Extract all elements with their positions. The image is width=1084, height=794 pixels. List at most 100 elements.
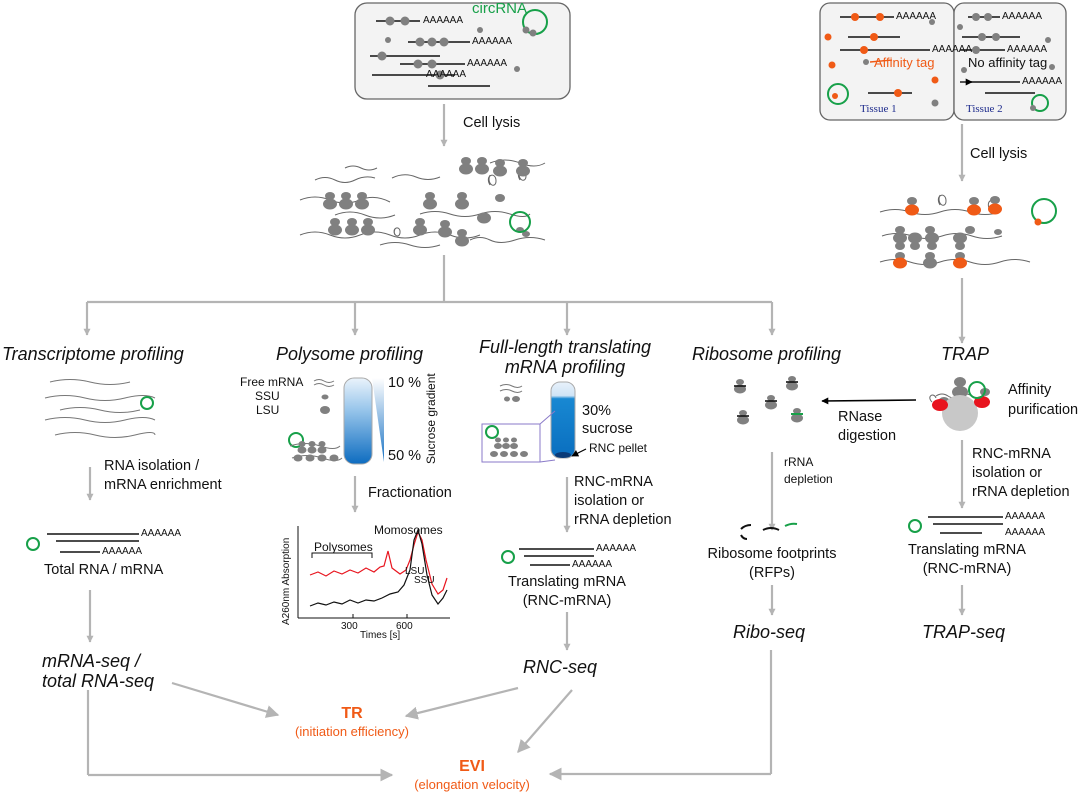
rnc-mrna-product-trap [908,516,1003,534]
trap-step-line2: isolation or [972,465,1043,481]
sucrose-label: 30% sucrose [582,402,633,438]
fulllength-product-line2: (RNC-mRNA) [522,593,612,609]
affinity-line2: purification [1008,402,1079,418]
polysome-legend-glyphs [288,379,343,462]
heading-ribosome: Ribosome profiling [692,344,842,364]
tissue1-polya-1: AAAAAA [896,11,937,22]
fulllength-step: RNC-mRNA isolation or rRNA depletion [574,473,672,530]
transcriptome-rna [44,379,156,438]
polya-label-4: AAAAAA [426,69,467,80]
tick-600: 600 [396,621,413,632]
polya-label-1: AAAAAA [423,15,464,26]
tissue-box [819,2,1067,121]
sucrose-pct: 30% [582,403,612,419]
left-lysate-ribosomes [323,157,530,247]
fulllength-step-line1: RNC-mRNA [574,474,653,490]
heading-fulllength-line1: Full-length translating [478,337,652,357]
trap-step: RNC-mRNA isolation or rRNA depletion [972,445,1070,502]
monosomes-label: Momosomes [374,523,443,537]
polysomes-label: Polysomes [314,540,373,554]
transcriptome-seq: mRNA-seq / total RNA-seq [42,651,154,691]
trap-step-line3: rRNA depletion [972,484,1070,500]
trap-product: Translating mRNA (RNC-mRNA) [897,541,1037,579]
heading-trap: TRAP [941,344,990,364]
legend-free-mrna: Free mRNA [240,375,304,389]
tissue1-label: Tissue 1 [860,103,897,115]
total-rna-polya-2: AAAAAA [102,546,143,557]
no-affinity-tag-label: No affinity tag [968,55,1048,70]
trap-seq-label: TRAP-seq [922,622,1006,642]
polysome-tube [343,377,384,465]
ribo-step: rRNA depletion [784,454,833,488]
trap-bead [929,377,990,431]
flow-arrows [83,104,966,782]
trap-product-line2: (RNC-mRNA) [922,561,1012,577]
rnase-label: RNase digestion [838,408,896,446]
fractionation-label: Fractionation [368,485,452,501]
rnc-mrna-product-center [501,548,594,566]
sucrose-word: sucrose [582,421,633,437]
affinity-line1: Affinity [1008,382,1052,398]
tissue2-polya-2: AAAAAA [1007,44,1048,55]
transcriptome-seq-line2: total RNA-seq [42,671,155,691]
evi-label: EVI [459,758,485,775]
fulllength-product-line1: Translating mRNA [508,574,626,590]
right-lysate [879,194,1057,269]
tick-300: 300 [341,621,358,632]
ribosome-footprints [740,522,798,540]
tr-sub-label: (initiation efficiency) [295,724,409,739]
ribo-step-line1: rRNA [784,455,814,469]
transcriptome-step: RNA isolation / mRNA enrichment [104,457,222,495]
heading-transcriptome: Transcriptome profiling [2,344,184,364]
tissue2-polya-3: AAAAAA [1022,76,1063,87]
affinity-tag-label: Affinity tag [874,55,935,70]
ribo-seq-label: Ribo-seq [733,622,806,642]
trap-step-line1: RNC-mRNA [972,446,1051,462]
fulllength-step-line3: rRNA depletion [574,512,672,528]
plot-xlabel: Times [s] [360,630,401,641]
plot-lsu-label: LSU [405,566,425,577]
ribo-product-line1: Ribosome footprints [707,546,837,562]
total-rna-product [26,533,139,553]
heading-fulllength: Full-length translating mRNA profiling [474,337,656,377]
tissue1-polya-2: AAAAAA [932,44,973,55]
fulllength-step-line2: isolation or [574,493,645,509]
rnc-polya-2: AAAAAA [572,559,613,570]
tissue2-label: Tissue 2 [966,103,1003,115]
transcriptome-step-line2: mRNA enrichment [104,477,222,493]
evi-sub-label: (elongation velocity) [414,777,530,792]
rnc-pellet-label: RNC pellet [589,441,648,455]
plot-ylabel: A260nm Absorption [281,537,292,625]
cell-lysis-right: Cell lysis [970,146,1028,162]
plot-ssu-label: SSU [414,575,435,586]
total-rna-polya-1: AAAAAA [141,528,182,539]
transcriptome-step-line1: RNA isolation / [104,458,200,474]
ribosome-fragments [734,376,803,425]
ribo-product: Ribosome footprints (RFPs) [697,545,847,583]
gradient-bottom-pct: 50 % [388,448,422,464]
legend-lsu: LSU [256,403,280,417]
affinity-purification-label: Affinity purification [1008,380,1078,420]
transcriptome-seq-line1: mRNA-seq / [42,651,141,671]
sucrose-gradient-label: Sucrose gradient [424,373,438,464]
trap-product-line1: Translating mRNA [908,542,1026,558]
cell-lysis-left: Cell lysis [463,115,521,131]
trap-polya-2: AAAAAA [1005,527,1046,538]
rnase-line1: RNase [838,409,883,425]
polya-label-2: AAAAAA [472,36,513,47]
heading-polysome: Polysome profiling [276,344,424,364]
tissue2-polya-1: AAAAAA [1002,11,1043,22]
circrna-label: circRNA [472,0,527,17]
rnase-arrow [821,397,917,405]
legend-ssu: SSU [255,389,280,403]
fulllength-tube [481,381,587,463]
fulllength-product: Translating mRNA (RNC-mRNA) [497,573,637,611]
ribo-step-line2: depletion [784,472,833,486]
polya-label-3: AAAAAA [467,58,508,69]
ribo-product-line2: (RFPs) [749,565,795,581]
rnc-seq-label: RNC-seq [523,657,598,677]
rnase-line2: digestion [838,428,897,444]
top-cell-box [354,2,571,100]
